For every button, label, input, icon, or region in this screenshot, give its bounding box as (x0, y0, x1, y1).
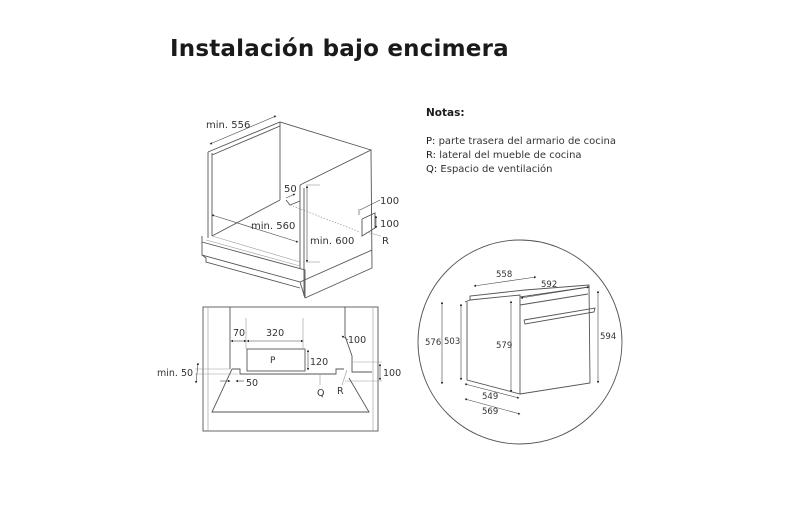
dim-right-100: 100 (348, 335, 366, 346)
oven-dimensions-drawing: 558 592 576 503 579 594 549 569 (417, 239, 623, 445)
dim-576: 576 (425, 338, 441, 348)
notes-heading: Notas: (426, 107, 465, 119)
dim-gap-50-section: 50 (246, 378, 258, 389)
label-r-iso: R (382, 236, 389, 247)
dim-558: 558 (496, 270, 512, 280)
cabinet-isometric-drawing: min. 556 min. 560 min. 600 50 100 100 R (201, 115, 399, 299)
notes-panel: Notas: P: parte trasera del armario de c… (426, 106, 616, 177)
dim-min-50: min. 50 (157, 368, 193, 379)
dim-min-560: min. 560 (251, 221, 295, 232)
dim-320: 320 (266, 328, 284, 339)
dim-min-600: min. 600 (310, 236, 354, 247)
cabinet-section-drawing: P 70 320 120 100 100 min. 50 50 Q (157, 306, 401, 432)
dim-549: 549 (482, 392, 498, 402)
dim-min-556: min. 556 (206, 120, 250, 131)
dim-569: 569 (482, 407, 498, 417)
note-item-p: P: parte trasera del armario de cocina (426, 136, 616, 147)
dim-vent-top-100: 100 (380, 196, 399, 207)
label-q: Q (317, 388, 324, 399)
dim-vent-height-100: 100 (380, 219, 399, 230)
dim-120: 120 (310, 357, 328, 368)
dim-579: 579 (496, 341, 512, 351)
note-item-q: Q: Espacio de ventilación (426, 164, 553, 175)
dim-592: 592 (541, 280, 557, 290)
dim-70: 70 (233, 328, 245, 339)
dim-503: 503 (444, 337, 460, 347)
dim-right-height-100: 100 (383, 368, 401, 379)
label-r-section: R (337, 386, 344, 397)
dim-594: 594 (600, 332, 616, 342)
label-p: P (270, 356, 276, 366)
note-item-r: R: lateral del mueble de cocina (426, 150, 582, 161)
dim-gap-50: 50 (284, 184, 297, 195)
page-title: Instalación bajo encimera (170, 36, 509, 62)
